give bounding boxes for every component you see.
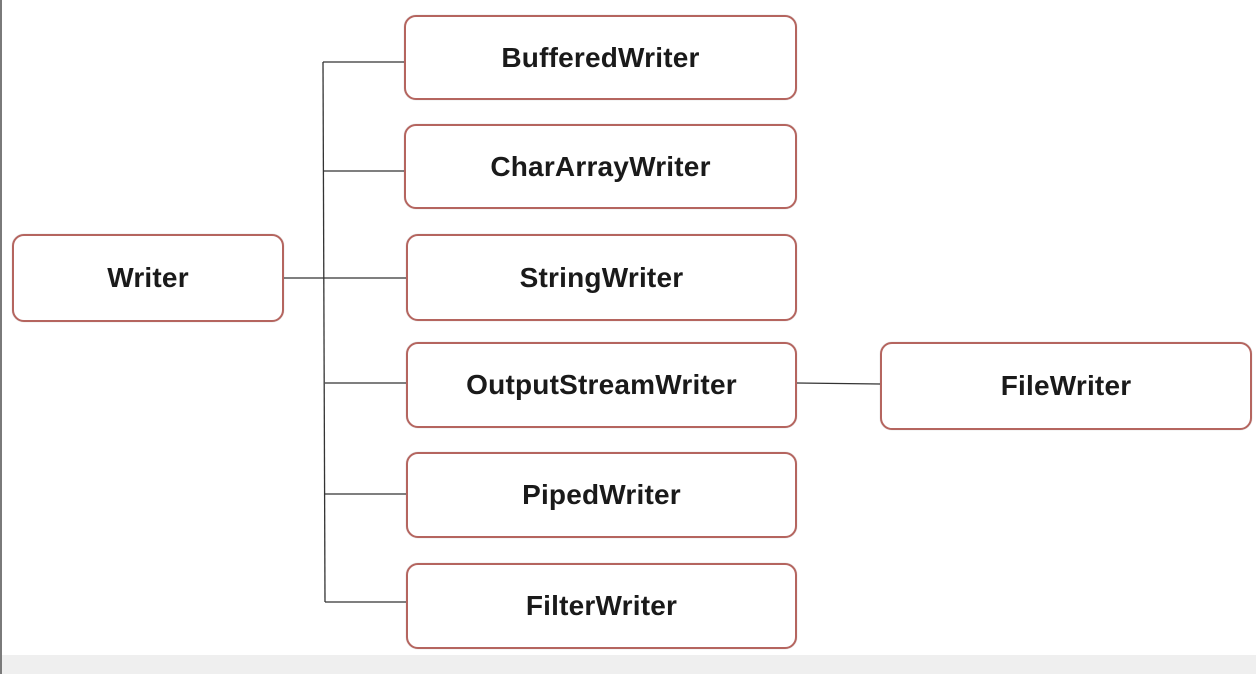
connector-trunk-vertical: [322, 61, 326, 603]
node-pipedwriter-label: PipedWriter: [522, 479, 681, 510]
node-filterwriter-label: FilterWriter: [525, 590, 678, 621]
connector-filewriter: [796, 382, 881, 385]
node-filterwriter: FilterWriter: [406, 563, 797, 649]
node-bufferedwriter: BufferedWriter: [404, 15, 797, 100]
node-stringwriter-label: StringWriter: [519, 261, 684, 293]
node-chararraywriter-label: CharArrayWriter: [490, 150, 711, 182]
left-border: [0, 0, 2, 674]
bottom-strip: [2, 655, 1256, 674]
node-outputstreamwriter-label: OutputStreamWriter: [466, 369, 737, 400]
node-writer-label: Writer: [107, 262, 189, 293]
node-chararraywriter: CharArrayWriter: [404, 124, 797, 209]
node-pipedwriter: PipedWriter: [406, 452, 797, 538]
node-writer: Writer: [12, 234, 284, 322]
node-filewriter-label: FileWriter: [1000, 370, 1132, 401]
node-bufferedwriter-label: BufferedWriter: [501, 41, 700, 73]
node-filewriter: FileWriter: [880, 342, 1252, 430]
node-outputstreamwriter: OutputStreamWriter: [406, 342, 797, 428]
node-stringwriter: StringWriter: [406, 234, 797, 321]
